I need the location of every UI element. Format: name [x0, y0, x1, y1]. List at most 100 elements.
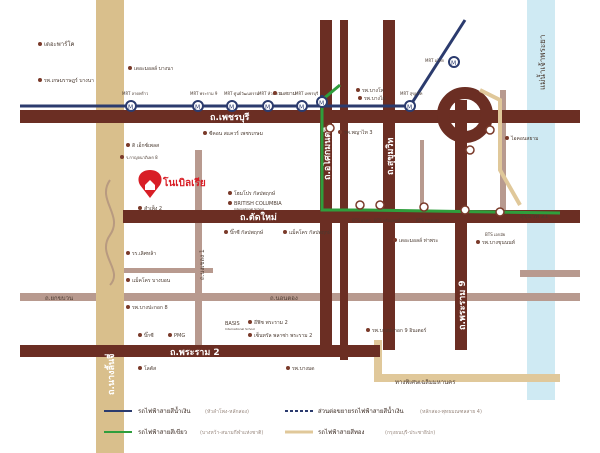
bts-stations: [325, 123, 505, 217]
svg-text:M: M: [195, 104, 200, 111]
poi-label-17: บิ๊กซี: [144, 331, 154, 339]
legend-blue-ext-sub: (หลักสอง-พุทธมณฑลสาย 4): [420, 409, 482, 415]
poi-label-22: รพ.บางปะกอก 9 อินเตอร์: [372, 327, 427, 334]
station-mrt-1: M: [125, 100, 137, 112]
river-label: แม่น้ำเจ้าพระยา: [536, 35, 547, 90]
poi-label-23: โลตัส: [144, 365, 156, 372]
poi-label-9: โฮมโปร กัลปพฤกษ์: [234, 190, 276, 197]
poi-label-7: รพ.บางโพ: [362, 87, 384, 94]
station-label-bts-2: BTS พร้อมพงษ์: [374, 218, 400, 223]
poi-label-5: ร.กาญจนาภิเษก 8: [126, 155, 158, 160]
legend-blue-ext: ส่วนต่อขยายรถไฟฟ้าสายสีน้ำเงิน: [318, 405, 404, 415]
svg-text:M: M: [229, 104, 234, 111]
station-mrt-2: M: [192, 100, 204, 112]
poi-label-19: BASIS: [225, 321, 240, 327]
poi-label-27: เดอะมอลล์ ท่าพระ: [399, 237, 439, 244]
station-label-mrt-6: MRT สุขุมวิท: [400, 91, 423, 97]
station-bts-3: [419, 202, 429, 212]
road-label-phetchaburi: ถ.เพชรบุรี: [210, 112, 250, 123]
poi-label-26: รพ.บางไผ่: [364, 95, 386, 102]
road-label-soi-center: ถ.นอนตอง: [270, 295, 298, 302]
road-label-rama2: ถ.พระราม 2: [170, 348, 220, 358]
road-label-soi-vertical: ถ.บงเชลง 1: [199, 249, 206, 280]
poi-label-18: PMG: [174, 333, 185, 339]
station-label-mrt-2: MRT พระราม 9: [190, 91, 218, 96]
station-bts-6: [325, 123, 335, 133]
poi-label-24: รพ.บางมด: [292, 366, 315, 372]
station-bts-7: [485, 125, 495, 135]
station-label-bts-4: BTS เอกมัย: [485, 232, 505, 237]
station-label-mrt-3: MRT ศูนย์วัฒนธรรม: [224, 91, 260, 97]
station-mrt-5: M: [296, 100, 308, 112]
legend: รถไฟฟ้าสายสีน้ำเงิน (หัวลำโพง-หลักสอง) ส…: [104, 405, 482, 436]
station-bts-4: [460, 205, 470, 215]
svg-text:M: M: [299, 104, 304, 111]
poi-label-16: รพ.บางปะกอก 8: [132, 305, 168, 311]
station-label-bts-3: BTS ทองหล่อ: [416, 218, 440, 223]
station-mrt-4: M: [262, 100, 274, 112]
station-mrt-6: M: [316, 96, 328, 108]
poi-label-4: ดิ เอ็กซ์เพลส: [132, 141, 159, 149]
station-mrt-3: M: [226, 100, 238, 112]
svg-text:M: M: [407, 104, 412, 111]
svg-text:M: M: [319, 100, 324, 107]
station-bts-5: [495, 207, 505, 217]
svg-text:M: M: [265, 104, 270, 111]
expressway-curve: [104, 179, 116, 286]
station-label-mrt-1: MRT ลาดพร้าว: [122, 91, 148, 96]
poi-markers: [38, 42, 509, 370]
road-label-right-side: สุขุมวิท 21: [520, 213, 549, 220]
poi-label-2: รพ.เกษมราษฎร์ บางนา: [44, 77, 94, 84]
station-bts-2: [375, 200, 385, 210]
legend-green-line-sub: (บางหว้า-สนามกีฬาแห่งชาติ): [200, 429, 263, 436]
bts-green-line: [320, 83, 561, 215]
station-label-mrt-7: MRT อโศก: [425, 58, 445, 63]
expressway-vertical: [96, 0, 124, 453]
poi-label-10: BRITISH COLUMBIA: [234, 201, 282, 207]
svg-text:M: M: [451, 60, 456, 67]
river: [527, 0, 555, 400]
mrt-stations: M M M M M M M M: [125, 56, 460, 112]
project-label: โนเบิลเรีย: [162, 176, 206, 189]
poi-label-25: รพ.พญาไท 3: [344, 129, 373, 136]
station-bts-8: [465, 145, 475, 155]
station-mrt-7: M: [404, 100, 416, 112]
road-label-soi: ถ.ยกขบวน: [45, 295, 73, 302]
poi-label-10b: International School: [234, 207, 264, 211]
svg-text:M: M: [128, 104, 133, 111]
legend-gold-line-sub: (กรุงธนบุรี-ประชาธิปก): [385, 429, 435, 436]
station-mrt-8: M: [448, 56, 460, 68]
station-bts-1: [355, 200, 365, 210]
road-label-rama9: ถ.พระราม 9: [458, 280, 468, 330]
poi-label-8: ซีคอน สแควร์ เพชรเกษม: [209, 130, 263, 137]
poi-label-14: รร.เลิศหล้า: [132, 250, 156, 257]
project-marker[interactable]: โนเบิลเรีย: [138, 170, 206, 198]
gold-line: [479, 88, 522, 206]
road-label-sukhumvit-upper: ถ.สุขุมวิท: [385, 138, 396, 176]
roundabout: [437, 87, 493, 143]
poi-label-20: อีฟิช พระราม 2: [254, 319, 288, 326]
poi-label-19b: International School: [225, 327, 255, 331]
poi-label-12: บิ๊กซี กัลปพฤกษ์: [230, 228, 264, 236]
poi-label-29: รพ.บางขุนนนท์: [482, 239, 515, 246]
legend-blue-line-sub: (หัวลำโพง-หลักสอง): [205, 408, 249, 415]
road-label-new-phetchaburi: ถ.ตัดใหม่: [240, 211, 277, 223]
station-label-bts-1: BTS อโศก: [352, 218, 371, 223]
road-label-ratchadaphisek: ถ.นางลิ้นจี่: [104, 354, 117, 395]
poi-label-1: เดอะพาร์โค: [44, 40, 75, 48]
home-icon: [145, 180, 155, 190]
poi-label-13: แม็คโคร กัลปพฤกษ์: [289, 228, 332, 236]
poi-label-3: เดอะมอลล์ บางนา: [134, 65, 174, 72]
legend-blue-line: รถไฟฟ้าสายสีน้ำเงิน: [138, 405, 191, 415]
poi-label-21: เซ็นทรัล พลาซ่า พระราม 2: [254, 331, 312, 339]
legend-gold-line: รถไฟฟ้าสายสีทอง: [318, 428, 365, 436]
road-label-expressway: ทางพิเศษเฉลิมมหานคร: [395, 379, 456, 386]
poi-label-15: แม็คโคร บางบอน: [132, 276, 171, 284]
poi-label-28: ไอคอนสยาม: [510, 135, 538, 142]
poi-label-6: ม.สยาม: [279, 91, 296, 97]
station-label-mrt-4: MRT ห้วยขวาง: [258, 91, 284, 96]
legend-green-line: รถไฟฟ้าสายสีเขียว: [138, 428, 187, 436]
road-label-asoke: ถ.อโศกมนตรี: [321, 127, 333, 180]
station-label-mrt-5: MRT เพชรบุรี: [295, 91, 319, 97]
